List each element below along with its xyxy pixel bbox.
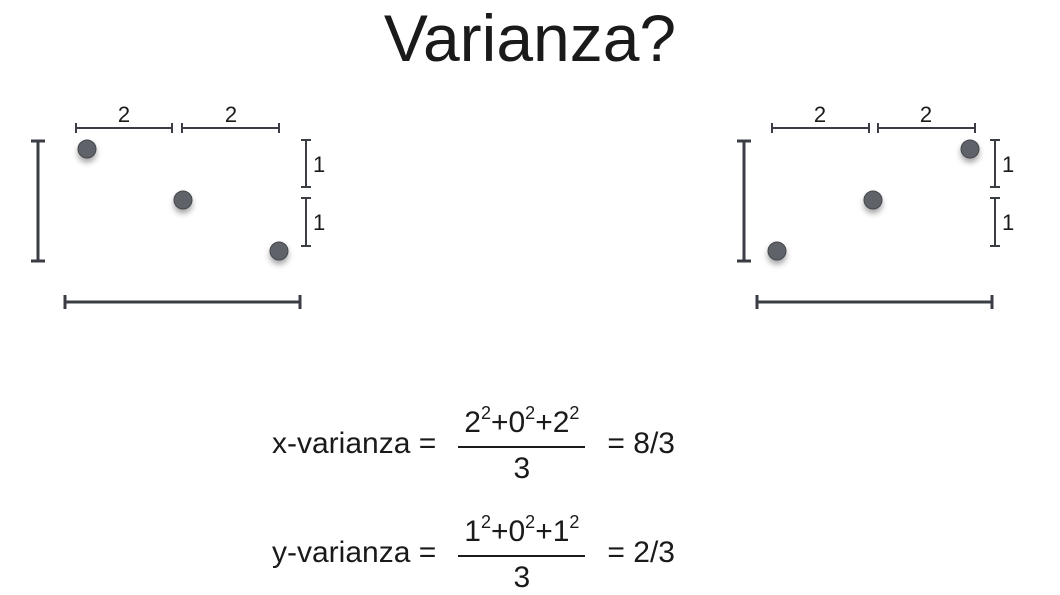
left-side-bracket-1 — [301, 139, 311, 188]
left-top-bracket-1 — [75, 123, 173, 133]
left-x-range-bracket — [63, 295, 302, 309]
right-side-bracket-2 — [990, 197, 1000, 247]
right-side-label-2: 1 — [1002, 210, 1014, 235]
page-title: Varianza? — [383, 1, 677, 75]
term-exponent: 2 — [525, 511, 536, 532]
term-base: 0 — [508, 405, 526, 439]
right-points — [767, 139, 980, 261]
left-point-3 — [269, 241, 289, 261]
term-operator: + — [490, 514, 509, 548]
x-variance-equation: x-varianza = 22+02+22 3 = 8/3 — [272, 402, 675, 486]
x-variance-denominator: 3 — [513, 451, 531, 485]
right-labels: 2 2 1 1 — [814, 102, 1014, 235]
right-side-bracket-1 — [990, 139, 1000, 188]
x-variance-result: = 8/3 — [607, 427, 675, 460]
y-variance-result: = 2/3 — [607, 536, 675, 569]
term-exponent: 2 — [525, 402, 536, 423]
x-variance-numerator: 22+02+22 — [458, 402, 586, 448]
right-top-label-1: 2 — [814, 102, 826, 127]
right-top-bracket-2 — [877, 123, 976, 133]
x-variance-label: x-varianza = — [272, 427, 437, 460]
left-side-label-2: 1 — [313, 210, 325, 235]
right-y-range-bracket — [737, 139, 751, 263]
term-exponent: 2 — [569, 402, 580, 423]
right-top-bracket-1 — [771, 123, 870, 133]
x-variance-fraction: 22+02+22 3 — [458, 402, 586, 486]
term-base: 1 — [552, 514, 570, 548]
right-diagram — [737, 123, 1000, 309]
term-operator: + — [490, 405, 509, 439]
left-labels: 2 2 1 1 — [118, 102, 325, 235]
left-point-1 — [77, 139, 97, 159]
right-point-2 — [863, 190, 883, 210]
left-top-label-1: 2 — [118, 102, 130, 127]
left-points — [77, 139, 289, 261]
right-point-1 — [767, 241, 787, 261]
left-top-label-2: 2 — [225, 102, 237, 127]
right-side-label-1: 1 — [1002, 152, 1014, 177]
left-side-label-1: 1 — [313, 152, 325, 177]
term-exponent: 2 — [569, 511, 580, 532]
left-y-range-bracket — [31, 139, 45, 263]
right-x-range-bracket — [755, 295, 994, 309]
right-point-3 — [960, 139, 980, 159]
left-point-2 — [173, 190, 193, 210]
term-base: 2 — [552, 405, 570, 439]
term-exponent: 2 — [480, 402, 491, 423]
term-operator: + — [535, 514, 553, 548]
term-base: 2 — [464, 405, 481, 439]
y-variance-equation: y-varianza = 12+02+12 3 = 2/3 — [272, 511, 675, 595]
left-top-bracket-2 — [181, 123, 280, 133]
term-base: 0 — [508, 514, 526, 548]
y-variance-denominator: 3 — [513, 560, 531, 594]
left-diagram — [31, 123, 311, 309]
y-variance-numerator: 12+02+12 — [458, 511, 586, 557]
term-operator: + — [535, 405, 553, 439]
left-side-bracket-2 — [301, 197, 311, 247]
right-top-label-2: 2 — [920, 102, 932, 127]
term-base: 1 — [464, 514, 481, 548]
term-exponent: 2 — [480, 511, 491, 532]
y-variance-label: y-varianza = — [272, 536, 437, 569]
y-variance-fraction: 12+02+12 3 — [458, 511, 586, 595]
